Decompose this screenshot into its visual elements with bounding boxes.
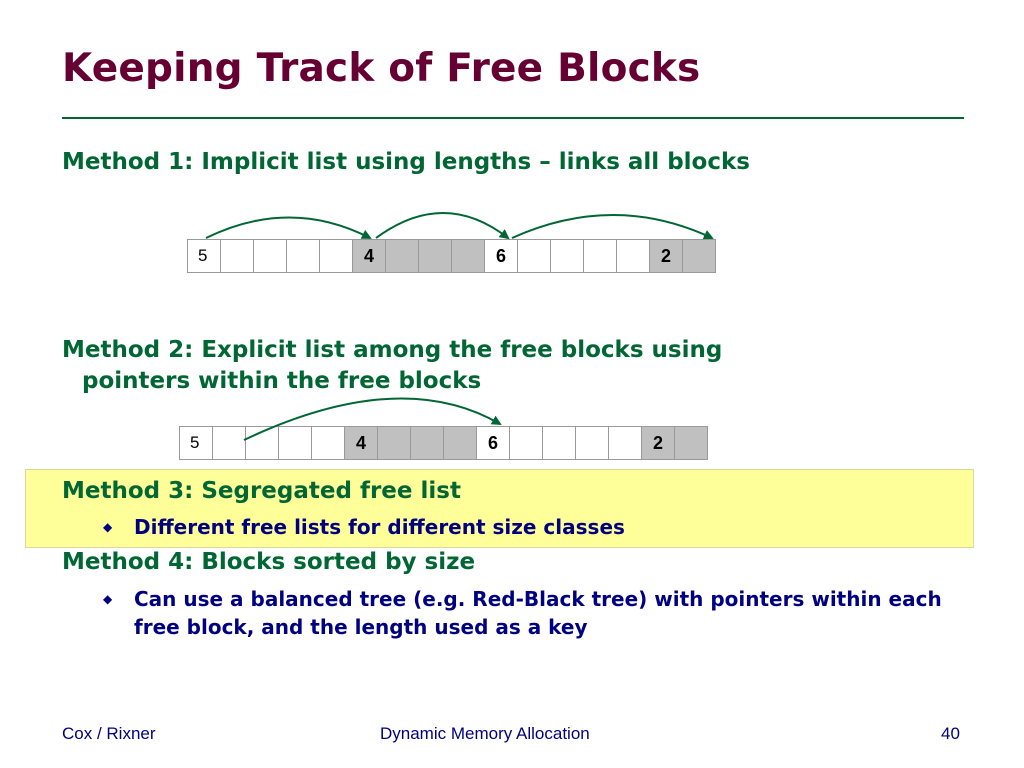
block-word-cell	[245, 426, 279, 460]
block-header-cell: 5	[187, 239, 221, 273]
block-header-cell: 4	[352, 239, 386, 273]
block-word-cell	[385, 239, 419, 273]
block-header-cell: 6	[484, 239, 518, 273]
block-word-cell	[550, 239, 584, 273]
method-4-bullet: ◆ Can use a balanced tree (e.g. Red-Blac…	[103, 585, 973, 641]
method-3-bullet-text: Different free lists for different size …	[134, 515, 625, 539]
method-2-line-1: Method 2: Explicit list among the free b…	[62, 337, 723, 363]
block-word-cell	[451, 239, 485, 273]
footer-page-number: 40	[941, 724, 960, 743]
footer-author: Cox / Rixner	[62, 724, 156, 743]
block-header-cell: 2	[649, 239, 683, 273]
method-3-heading: Method 3: Segregated free list	[62, 478, 461, 504]
implicit-link-arrow-1	[205, 216, 372, 239]
block-header-cell: 4	[344, 426, 378, 460]
method-2-line-2: pointers within the free blocks	[82, 368, 482, 394]
method-4-heading: Method 4: Blocks sorted by size	[62, 549, 476, 575]
block-word-cell	[410, 426, 444, 460]
block-word-cell	[443, 426, 477, 460]
block-word-cell	[517, 239, 551, 273]
block-word-cell	[509, 426, 543, 460]
block-word-cell	[286, 239, 320, 273]
block-word-cell	[682, 239, 716, 273]
method-1-heading: Method 1: Implicit list using lengths – …	[62, 149, 750, 175]
implicit-list-diagram: 5 4 6 2	[187, 239, 716, 273]
block-word-cell	[253, 239, 287, 273]
method-3-highlight	[25, 469, 974, 548]
method-2-heading: Method 2: Explicit list among the free b…	[62, 335, 722, 397]
footer-title: Dynamic Memory Allocation	[380, 724, 590, 743]
block-word-cell	[616, 239, 650, 273]
method-3-bullet: ◆ Different free lists for different siz…	[103, 513, 963, 541]
block-word-cell	[608, 426, 642, 460]
block-header-cell: 6	[476, 426, 510, 460]
block-word-cell	[319, 239, 353, 273]
diamond-bullet-icon: ◆	[103, 520, 113, 534]
block-word-cell	[311, 426, 345, 460]
block-word-cell	[542, 426, 576, 460]
block-word-cell	[575, 426, 609, 460]
block-word-cell	[212, 426, 246, 460]
block-word-cell	[418, 239, 452, 273]
block-word-cell	[220, 239, 254, 273]
method-4-bullet-text: Can use a balanced tree (e.g. Red-Black …	[134, 587, 942, 639]
slide-title: Keeping Track of Free Blocks	[62, 46, 701, 91]
title-divider	[62, 117, 964, 119]
block-word-cell	[377, 426, 411, 460]
implicit-link-arrow-3	[511, 214, 714, 240]
block-word-cell	[674, 426, 708, 460]
block-word-cell	[278, 426, 312, 460]
diamond-bullet-icon: ◆	[103, 592, 113, 606]
block-header-cell: 2	[641, 426, 675, 460]
block-word-cell	[583, 239, 617, 273]
block-header-cell: 5	[179, 426, 213, 460]
explicit-list-diagram: 5 4 6 2	[179, 426, 708, 460]
implicit-link-arrow-2	[375, 212, 510, 240]
